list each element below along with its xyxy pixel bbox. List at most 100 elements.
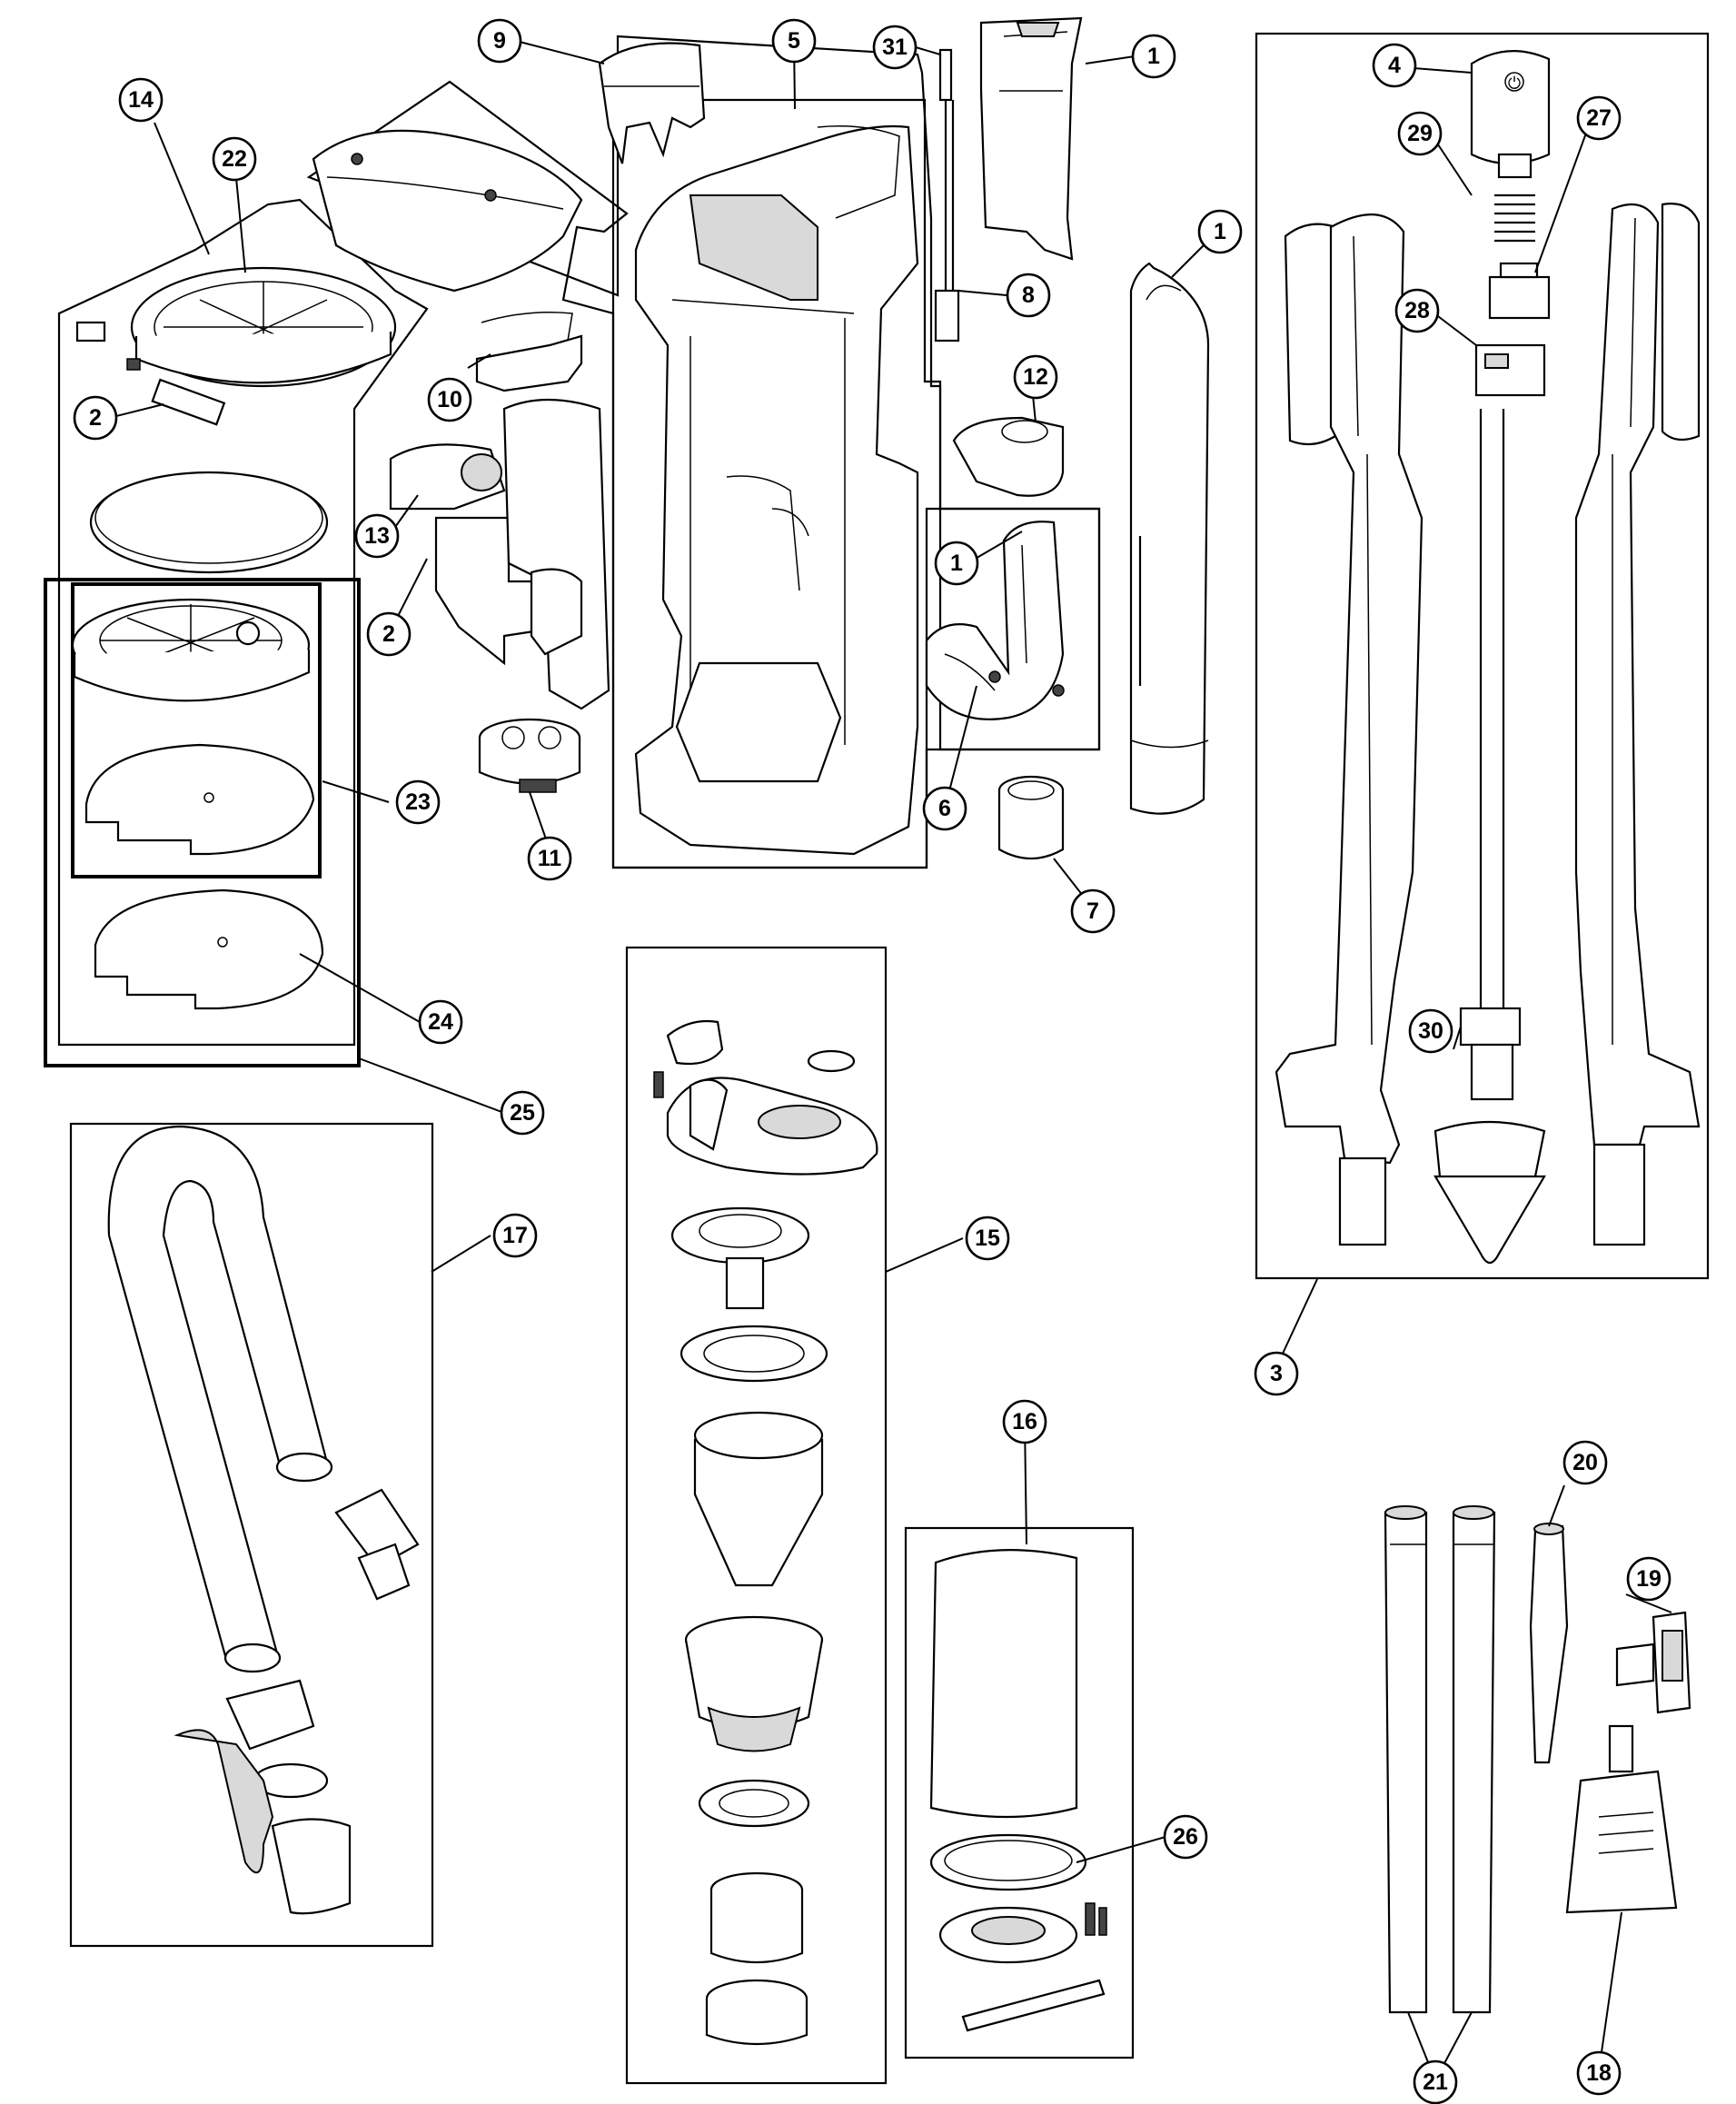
callout-2-left: 2: [73, 395, 118, 441]
callout-11: 11: [527, 836, 572, 881]
callout-15: 15: [965, 1216, 1010, 1261]
svg-text:1: 1: [1214, 219, 1226, 244]
part-1-long-tube: [1129, 262, 1210, 815]
group-3-box: [1255, 32, 1710, 1280]
callout-20: 20: [1562, 1440, 1608, 1485]
group-frames: [44, 32, 1710, 2085]
callout-16: 16: [1002, 1399, 1047, 1444]
callout-26: 26: [1163, 1814, 1208, 1860]
svg-text:17: 17: [502, 1223, 528, 1248]
svg-text:4: 4: [1388, 53, 1401, 78]
part-24-filter-disk: [94, 888, 324, 1010]
group-25-box: [44, 578, 361, 1067]
part-7-coupler: [997, 775, 1065, 859]
group-14-outline: [57, 198, 429, 1047]
callout-2-mid: 2: [366, 611, 412, 657]
part-21-wands: [1384, 1505, 1496, 2014]
part-22-filter-tray: [130, 266, 397, 388]
part-23-filter-disk: [84, 743, 315, 856]
svg-text:2: 2: [89, 405, 102, 431]
svg-text:30: 30: [1418, 1018, 1443, 1044]
svg-text:25: 25: [510, 1100, 535, 1126]
svg-text:15: 15: [975, 1226, 1000, 1251]
svg-text:5: 5: [788, 28, 800, 54]
power-icon: ⏻: [1508, 74, 1521, 94]
callout-28: 28: [1394, 288, 1440, 333]
callout-7: 7: [1070, 888, 1116, 934]
svg-text:8: 8: [1022, 283, 1035, 308]
callout-21: 21: [1413, 2059, 1458, 2104]
part-gasket-ring: [89, 471, 329, 574]
callout-9: 9: [477, 18, 522, 64]
svg-text:24: 24: [428, 1009, 453, 1035]
svg-text:6: 6: [938, 796, 951, 821]
part-2-latch: [75, 321, 226, 426]
part-20-crevice-tool: [1529, 1523, 1569, 1764]
svg-text:29: 29: [1407, 121, 1433, 146]
group-17-box: [69, 1122, 434, 1948]
svg-text:1: 1: [1147, 44, 1160, 69]
svg-text:14: 14: [128, 87, 154, 113]
callout-4: 4: [1372, 43, 1417, 88]
svg-text:27: 27: [1586, 105, 1612, 131]
callout-1-mid: 1: [1197, 209, 1243, 254]
svg-text:18: 18: [1586, 2060, 1612, 2086]
callout-1-top: 1: [1131, 34, 1176, 79]
svg-text:11: 11: [538, 846, 562, 871]
svg-text:12: 12: [1023, 364, 1048, 390]
group-15-box: [625, 946, 888, 2085]
svg-text:16: 16: [1012, 1409, 1037, 1434]
svg-text:3: 3: [1270, 1361, 1283, 1386]
part-1-handle-cover: [979, 16, 1083, 261]
svg-text:10: 10: [437, 387, 462, 412]
callout-23: 23: [395, 779, 441, 825]
svg-text:7: 7: [1086, 898, 1099, 924]
svg-text:28: 28: [1404, 298, 1430, 323]
svg-text:21: 21: [1423, 2069, 1448, 2095]
part-19-dust-brush: [1615, 1611, 1691, 1714]
callout-24: 24: [418, 999, 463, 1045]
part-23-filter-frame: [71, 598, 311, 702]
callout-27: 27: [1576, 95, 1622, 141]
svg-text:9: 9: [493, 28, 506, 54]
svg-text:26: 26: [1173, 1824, 1198, 1850]
part-13-bracket: [389, 443, 506, 511]
callout-10: 10: [427, 377, 472, 422]
part-15-cyclone-stack: [653, 1019, 878, 2046]
part-5-main-body: [634, 124, 919, 856]
callout-31: 31: [872, 25, 918, 70]
part-16-dust-cup: [929, 1549, 1107, 2032]
part-3-handle-assembly: ⏻: [1275, 50, 1701, 1265]
svg-text:1: 1: [950, 551, 963, 576]
group-5-box: [611, 98, 1101, 869]
part-top-lid: [312, 129, 583, 293]
part-11-clip: [478, 718, 581, 793]
part-9-cap: [598, 42, 706, 164]
group-16-box: [904, 1526, 1135, 2059]
callout-25: 25: [500, 1090, 545, 1136]
part-8-cord: [934, 48, 960, 342]
callout-30: 30: [1408, 1008, 1453, 1054]
part-17-hose: [107, 1125, 420, 1915]
callout-29: 29: [1397, 111, 1443, 156]
svg-text:13: 13: [364, 523, 390, 549]
callout-17: 17: [492, 1213, 538, 1258]
part-6-elbow-duct: [925, 521, 1065, 720]
svg-text:22: 22: [222, 146, 247, 172]
callout-8: 8: [1006, 273, 1051, 318]
callout-22: 22: [212, 136, 257, 182]
svg-text:2: 2: [382, 621, 395, 647]
callout-14: 14: [118, 77, 164, 123]
callout-5: 5: [771, 18, 817, 64]
callout-3: 3: [1254, 1351, 1299, 1396]
svg-text:23: 23: [405, 789, 431, 815]
part-18-turbo-tool: [1565, 1724, 1678, 1914]
svg-text:20: 20: [1572, 1450, 1598, 1475]
callout-19: 19: [1626, 1556, 1672, 1602]
callout-13: 13: [354, 513, 400, 559]
callout-12: 12: [1013, 354, 1058, 400]
callout-6: 6: [922, 786, 967, 831]
svg-text:19: 19: [1636, 1566, 1662, 1592]
group-23-box: [71, 582, 322, 878]
